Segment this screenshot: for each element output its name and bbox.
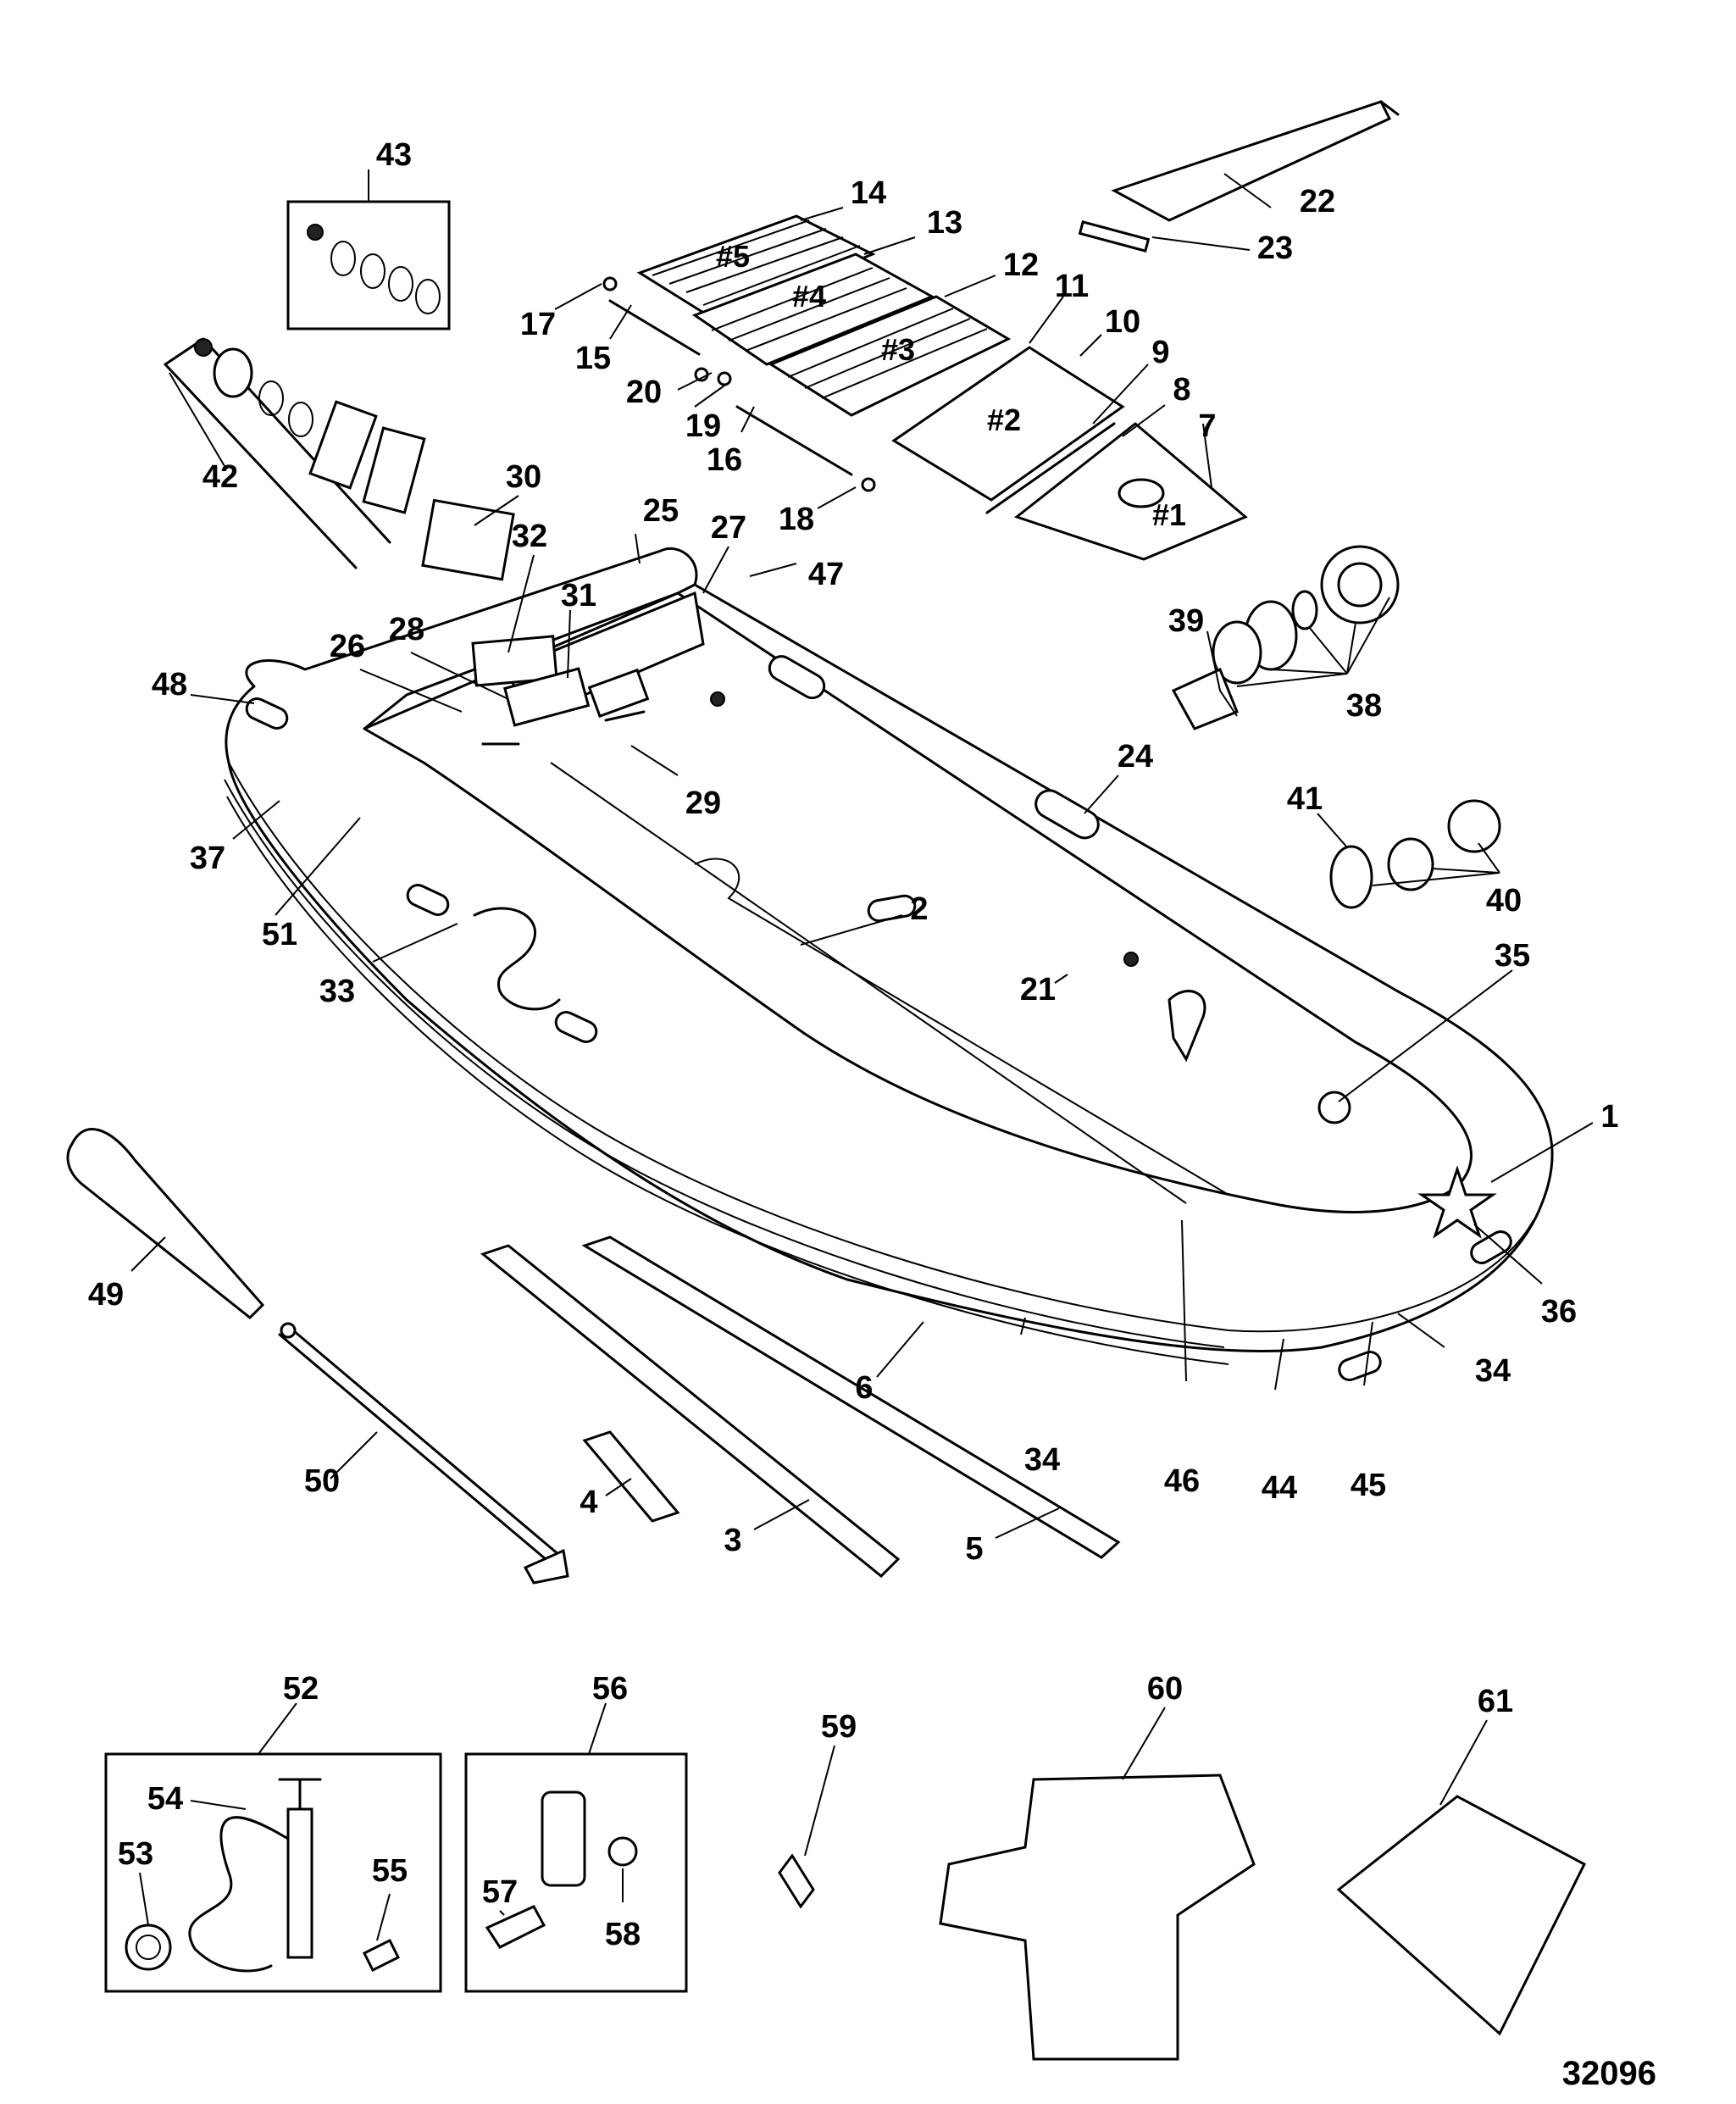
callout-54: 54	[147, 1781, 183, 1817]
inflatable-boat-hull	[224, 547, 1554, 1381]
pump-kit-box	[104, 1752, 442, 1993]
callout-9: 9	[1151, 335, 1169, 370]
callout-numbers: 1 2 3 4 5 6 7 8 9 10 11 12 13 14 15 16 1…	[88, 137, 1619, 1952]
callout-51: 51	[262, 917, 297, 952]
callout-28: 28	[389, 612, 424, 647]
deck-panel-2	[891, 346, 1125, 502]
panel-label-5: #5	[716, 239, 750, 274]
deck-panel-3	[768, 295, 1012, 417]
valve-assemblies	[1171, 545, 1501, 909]
callout-10: 10	[1105, 304, 1140, 340]
callout-56: 56	[592, 1671, 628, 1707]
callout-45: 45	[1351, 1468, 1386, 1503]
callout-40: 40	[1486, 883, 1522, 919]
panel-label-2: #2	[987, 402, 1021, 437]
callout-52: 52	[283, 1671, 319, 1707]
star-logo-icon	[1417, 1165, 1497, 1239]
callout-36: 36	[1541, 1294, 1577, 1330]
cover-and-bag	[778, 1774, 1586, 2061]
callout-21: 21	[1020, 972, 1056, 1008]
callout-33: 33	[319, 974, 355, 1009]
seat-bench	[1078, 100, 1400, 253]
callout-13: 13	[927, 205, 962, 241]
callout-19: 19	[685, 408, 721, 444]
callout-5: 5	[965, 1531, 983, 1567]
callout-24: 24	[1118, 739, 1153, 774]
callout-46: 46	[1164, 1463, 1200, 1499]
callout-34b: 34	[1024, 1442, 1060, 1478]
panel-label-1: #1	[1152, 497, 1186, 532]
callout-32: 32	[512, 519, 547, 554]
leader-lines	[130, 169, 1594, 1941]
callout-27: 27	[711, 510, 746, 546]
callout-47: 47	[808, 557, 844, 592]
callout-39: 39	[1168, 603, 1204, 639]
deck-panel-labels: #1 #2 #3 #4 #5	[716, 239, 1186, 532]
floor-deck-panels	[602, 214, 1248, 561]
callout-43: 43	[376, 137, 412, 173]
callout-53: 53	[118, 1836, 153, 1872]
callout-48: 48	[152, 667, 187, 702]
handle-set	[245, 655, 1512, 1381]
callout-1: 1	[1600, 1099, 1618, 1135]
callout-49: 49	[88, 1277, 124, 1313]
callout-3: 3	[724, 1523, 741, 1558]
figure-number: 32096	[1562, 2055, 1656, 2092]
callout-11: 11	[1055, 269, 1089, 304]
callout-7: 7	[1198, 408, 1216, 444]
callout-58: 58	[605, 1917, 641, 1952]
callout-8: 8	[1173, 372, 1190, 408]
callout-2: 2	[910, 891, 928, 927]
callout-61: 61	[1478, 1684, 1513, 1719]
callout-20: 20	[626, 375, 662, 410]
panel-label-3: #3	[881, 332, 915, 367]
callout-41: 41	[1287, 781, 1323, 817]
valve-kits	[164, 200, 451, 569]
callout-44: 44	[1262, 1470, 1297, 1506]
callout-14: 14	[851, 175, 886, 211]
callout-60: 60	[1147, 1671, 1183, 1707]
callout-30: 30	[506, 459, 541, 495]
oar	[66, 1128, 569, 1585]
callout-37: 37	[190, 841, 225, 876]
callout-4: 4	[580, 1485, 597, 1520]
callout-18: 18	[779, 502, 814, 537]
callout-50: 50	[304, 1463, 340, 1499]
callout-6: 6	[855, 1370, 873, 1406]
callout-22: 22	[1300, 184, 1335, 219]
callout-35: 35	[1495, 938, 1530, 974]
callout-29: 29	[685, 786, 721, 821]
callout-38: 38	[1346, 688, 1382, 724]
callout-57: 57	[482, 1874, 518, 1910]
keel-strakes	[480, 1235, 1121, 1579]
callout-15: 15	[575, 341, 611, 376]
deck-panel-4	[691, 253, 935, 366]
panel-label-4: #4	[792, 279, 826, 314]
callout-12: 12	[1003, 247, 1039, 283]
callout-42: 42	[202, 459, 238, 495]
callout-17: 17	[520, 307, 556, 342]
callout-31: 31	[561, 578, 596, 613]
callout-59: 59	[821, 1709, 857, 1745]
callout-16: 16	[707, 442, 742, 478]
callout-55: 55	[372, 1853, 408, 1889]
callout-23: 23	[1257, 230, 1293, 266]
callout-26: 26	[330, 629, 365, 664]
transom-plates	[421, 498, 646, 746]
callout-25: 25	[643, 493, 679, 529]
callout-34a: 34	[1475, 1353, 1511, 1389]
repair-kit-box	[464, 1752, 688, 1993]
